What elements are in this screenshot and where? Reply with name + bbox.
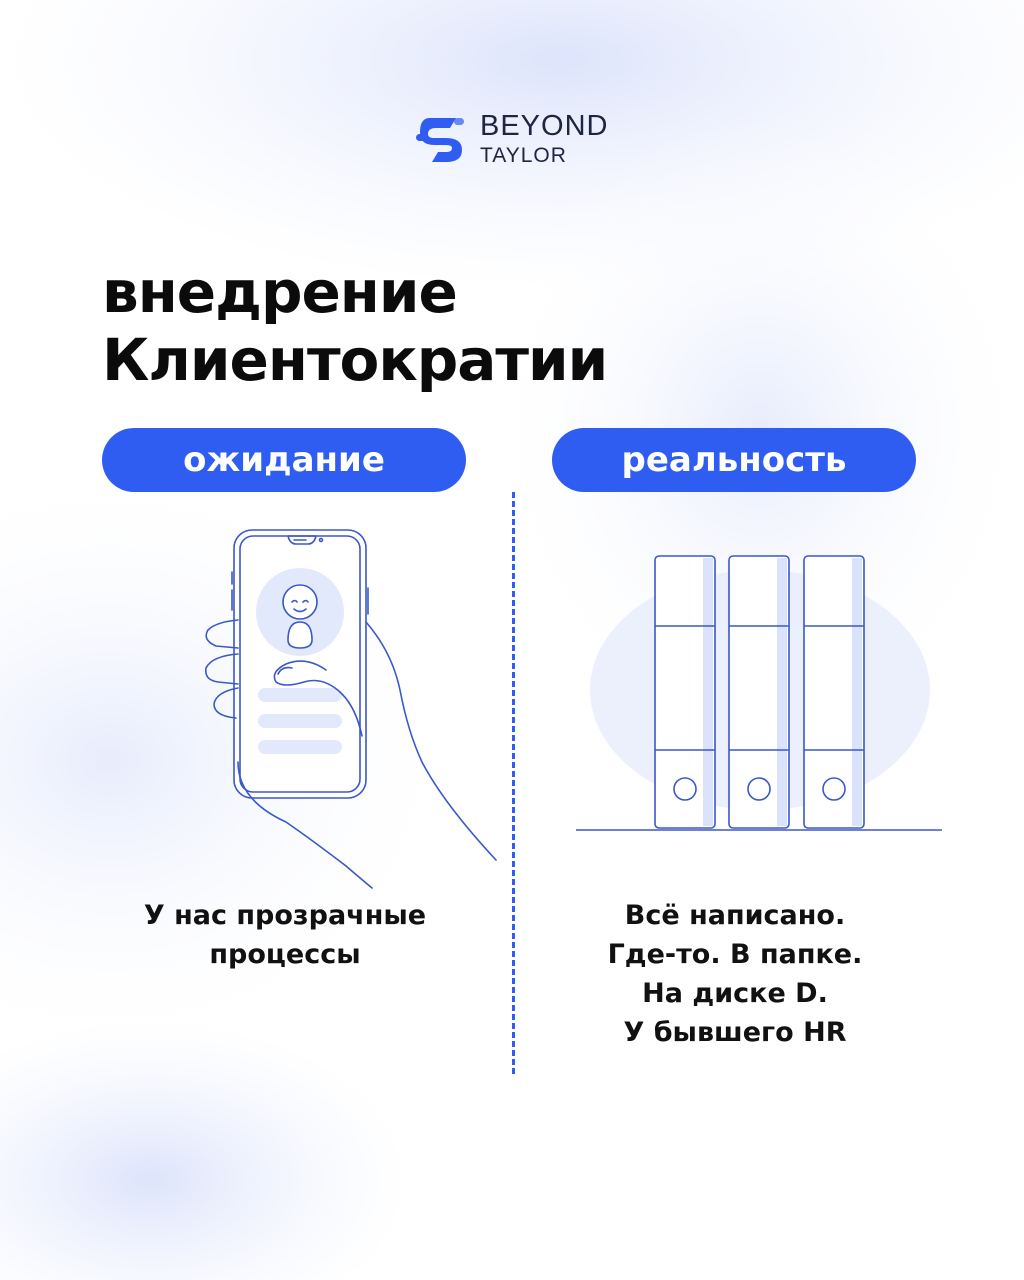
- title-line-1: внедрение: [102, 258, 458, 326]
- brand-name-line1: BEYOND: [480, 110, 609, 142]
- caption-line: У бывшего HR: [623, 1017, 847, 1048]
- hand-holding-phone-illustration: [204, 529, 497, 889]
- caption-line: Всё написано.: [624, 900, 846, 931]
- caption-line: Где-то. В папке.: [607, 939, 863, 970]
- brand-mark-icon: [416, 118, 464, 162]
- expectation-caption: У нас прозрачные процессы: [112, 896, 458, 974]
- caption-line: На диске D.: [642, 978, 828, 1009]
- caption-line: процессы: [209, 939, 361, 970]
- binder-2: [728, 555, 790, 829]
- label-reality: реальность: [552, 428, 916, 492]
- brand-name-line2: TAYLOR: [480, 144, 567, 167]
- label-expectation: ожидание: [102, 428, 466, 492]
- binders-on-shelf-illustration: [576, 555, 942, 831]
- brand-logo: BEYOND TAYLOR: [416, 110, 636, 170]
- column-divider: [512, 492, 515, 1074]
- binder-1: [654, 555, 716, 829]
- title-line-2: Клиентократии: [102, 326, 608, 394]
- caption-line: У нас прозрачные: [143, 900, 427, 931]
- page-title: внедрение Клиентократии: [102, 258, 922, 394]
- reality-caption: Всё написано. Где-то. В папке. На диске …: [552, 896, 918, 1052]
- binder-3: [803, 555, 865, 829]
